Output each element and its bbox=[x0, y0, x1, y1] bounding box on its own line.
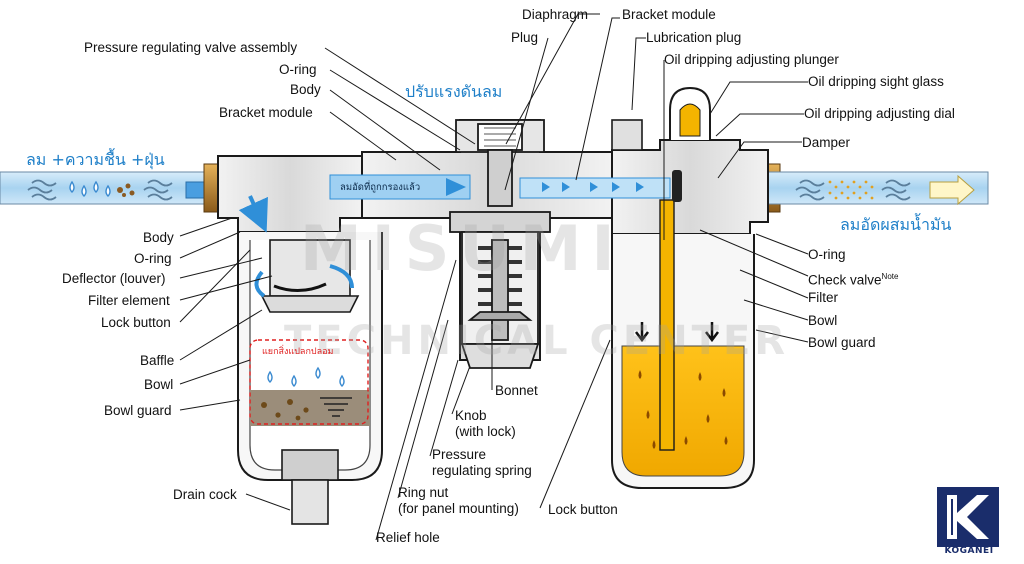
label-bracket-module-top: Bracket module bbox=[622, 7, 716, 22]
label-bracket-module-left: Bracket module bbox=[219, 105, 313, 120]
watermark-line1: MISUMI bbox=[300, 212, 625, 285]
label-oil-dripping-sight-glass: Oil dripping sight glass bbox=[808, 74, 944, 89]
label-bowl-guard-left: Bowl guard bbox=[104, 403, 172, 418]
thai-regulate: ปรับแรงดันลม bbox=[405, 82, 503, 101]
thai-filtered: ลมอัดที่ถูกกรองแล้ว bbox=[340, 182, 421, 193]
logo-brand-text: KOGANEI bbox=[944, 546, 994, 556]
label-bowl-guard-right: Bowl guard bbox=[808, 335, 876, 350]
air-flow-arrows bbox=[446, 178, 644, 196]
check-valve-note: Note bbox=[881, 272, 899, 281]
label-oil-dripping-adjusting-plunger: Oil dripping adjusting plunger bbox=[664, 52, 839, 67]
label-o-ring-top: O-ring bbox=[279, 62, 317, 77]
label-body-top: Body bbox=[290, 82, 321, 97]
label-oil-dripping-adjusting-dial: Oil dripping adjusting dial bbox=[804, 106, 955, 121]
label-o-ring-left: O-ring bbox=[134, 251, 172, 266]
thai-output: ลมอัดผสมน้ำมัน bbox=[840, 215, 952, 234]
label-lock-button-right: Lock button bbox=[548, 502, 618, 517]
label-deflector: Deflector (louver) bbox=[62, 271, 166, 286]
regulator-assembly bbox=[449, 119, 551, 369]
label-check-valve: Check valveNote bbox=[808, 269, 898, 288]
label-body-left: Body bbox=[143, 230, 174, 245]
label-baffle: Baffle bbox=[140, 353, 175, 368]
label-diaphragm: Diaphragm bbox=[522, 7, 589, 22]
watermark-line2: TECHNICAL CENTER bbox=[284, 318, 790, 364]
label-knob-2: (with lock) bbox=[455, 424, 516, 439]
label-knob-1: Knob bbox=[455, 408, 487, 423]
leader-lines bbox=[179, 13, 809, 541]
label-bonnet: Bonnet bbox=[495, 383, 538, 398]
label-spring-2: regulating spring bbox=[432, 463, 532, 478]
label-bowl-right: Bowl bbox=[808, 313, 838, 328]
label-ring-nut-1: Ring nut bbox=[398, 485, 449, 500]
label-lubrication-plug: Lubrication plug bbox=[646, 30, 742, 45]
label-o-ring-right: O-ring bbox=[808, 247, 846, 262]
thai-separate: แยกสิ่งแปลกปลอม bbox=[262, 347, 334, 357]
koganei-logo bbox=[937, 487, 999, 547]
separation-zone bbox=[249, 339, 369, 425]
label-plug: Plug bbox=[511, 30, 539, 45]
label-filter-element: Filter element bbox=[88, 293, 170, 308]
inlet-port-ring bbox=[203, 163, 219, 213]
check-valve-text: Check valve bbox=[808, 272, 882, 288]
label-bowl-left: Bowl bbox=[144, 377, 174, 392]
label-pressure-regulating-valve-assembly: Pressure regulating valve assembly bbox=[84, 40, 298, 55]
lubricator-bowl bbox=[611, 86, 755, 489]
outlet-air-pipe bbox=[735, 171, 989, 206]
filter-bowl bbox=[237, 195, 383, 525]
label-spring-1: Pressure bbox=[432, 447, 487, 462]
label-ring-nut-2: (for panel mounting) bbox=[398, 501, 519, 516]
label-lock-button-left: Lock button bbox=[101, 315, 171, 330]
label-relief-hole: Relief hole bbox=[376, 530, 440, 545]
label-damper: Damper bbox=[802, 135, 851, 150]
label-filter-right: Filter bbox=[808, 290, 838, 305]
thai-input-air: ลม +ความชื้น +ฝุ่น bbox=[26, 150, 165, 169]
label-drain-cock: Drain cock bbox=[173, 487, 237, 502]
